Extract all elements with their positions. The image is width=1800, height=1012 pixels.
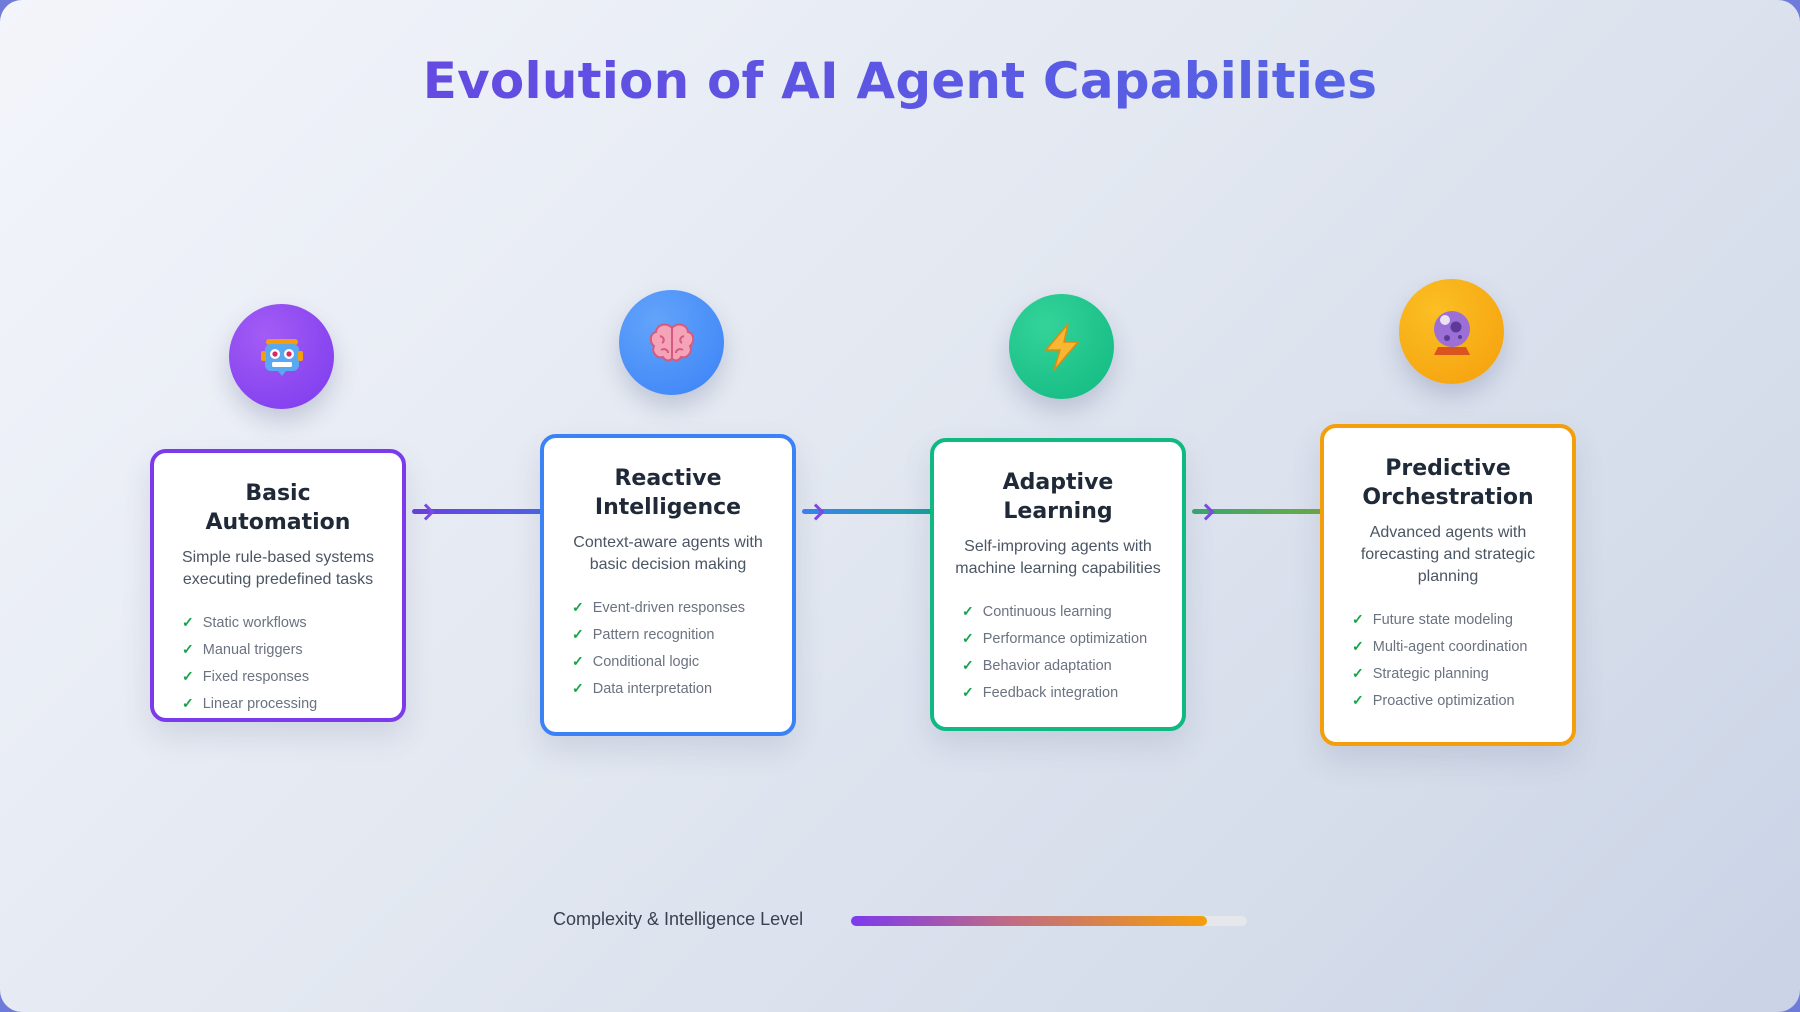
stage-title: Predictive Orchestration bbox=[1362, 456, 1534, 510]
progress-label: Complexity & Intelligence Level bbox=[553, 909, 804, 929]
stage-description: Self-improving agents with machine learn… bbox=[955, 538, 1161, 577]
check-icon: ✓ bbox=[1352, 692, 1364, 708]
connector-arrow-icon bbox=[807, 503, 825, 521]
connector-arrow-icon bbox=[1197, 503, 1215, 521]
feature-item: ✓Performance optimization bbox=[962, 630, 1148, 647]
check-icon: ✓ bbox=[572, 653, 584, 669]
feature-item: ✓Behavior adaptation bbox=[962, 657, 1112, 674]
check-icon: ✓ bbox=[182, 614, 194, 630]
check-icon: ✓ bbox=[1352, 638, 1364, 654]
stage-description: Context-aware agents with basic decision… bbox=[573, 534, 763, 573]
lightning-icon bbox=[1009, 294, 1114, 399]
check-icon: ✓ bbox=[572, 626, 584, 642]
check-icon: ✓ bbox=[182, 641, 194, 657]
feature-item: ✓Strategic planning bbox=[1352, 665, 1489, 682]
stage-card-adaptive-learning: Adaptive Learning Self-improving agents … bbox=[930, 438, 1186, 731]
stage-title: Adaptive Learning bbox=[1002, 470, 1114, 524]
progress-bar bbox=[851, 916, 1247, 926]
check-icon: ✓ bbox=[182, 668, 194, 684]
check-icon: ✓ bbox=[1352, 611, 1364, 627]
feature-list: ✓Future state modeling ✓Multi-agent coor… bbox=[1352, 606, 1554, 714]
check-icon: ✓ bbox=[572, 680, 584, 696]
check-icon: ✓ bbox=[1352, 665, 1364, 681]
feature-item: ✓Data interpretation bbox=[572, 680, 713, 697]
check-icon: ✓ bbox=[962, 657, 974, 673]
feature-item: ✓Pattern recognition bbox=[572, 626, 715, 643]
connector-arrow-icon bbox=[417, 503, 435, 521]
stage-card-basic-automation: Basic Automation Simple rule-based syste… bbox=[150, 449, 406, 722]
feature-item: ✓Fixed responses bbox=[182, 668, 310, 685]
feature-item: ✓Future state modeling bbox=[1352, 611, 1513, 628]
feature-item: ✓Conditional logic bbox=[572, 653, 700, 670]
check-icon: ✓ bbox=[962, 630, 974, 646]
progress-bar-fill bbox=[851, 916, 1208, 926]
stage-title: Reactive Intelligence bbox=[594, 466, 742, 520]
feature-item: ✓Event-driven responses bbox=[572, 599, 746, 616]
stage-title: Basic Automation bbox=[205, 481, 351, 535]
connector-2-3 bbox=[802, 509, 932, 514]
feature-item: ✓Static workflows bbox=[182, 614, 307, 631]
check-icon: ✓ bbox=[182, 695, 194, 711]
brain-icon bbox=[619, 290, 724, 395]
feature-item: ✓Proactive optimization bbox=[1352, 692, 1515, 709]
connector-1-2 bbox=[412, 509, 542, 514]
stage-description: Advanced agents with forecasting and str… bbox=[1360, 524, 1536, 585]
connector-3-4 bbox=[1192, 509, 1322, 514]
feature-item: ✓Manual triggers bbox=[182, 641, 303, 658]
feature-item: ✓Feedback integration bbox=[962, 684, 1119, 701]
check-icon: ✓ bbox=[572, 599, 584, 615]
feature-item: ✓Linear processing bbox=[182, 695, 318, 712]
stage-description: Simple rule-based systems executing pred… bbox=[181, 549, 375, 588]
page-title: Evolution of AI Agent Capabilities bbox=[0, 52, 1800, 110]
check-icon: ✓ bbox=[962, 684, 974, 700]
check-icon: ✓ bbox=[962, 603, 974, 619]
stage-card-reactive-intelligence: Reactive Intelligence Context-aware agen… bbox=[540, 434, 796, 736]
robot-icon bbox=[229, 304, 334, 409]
feature-item: ✓Continuous learning bbox=[962, 603, 1112, 620]
feature-item: ✓Multi-agent coordination bbox=[1352, 638, 1528, 655]
feature-list: ✓Static workflows ✓Manual triggers ✓Fixe… bbox=[182, 609, 384, 717]
stage-card-predictive-orchestration: Predictive Orchestration Advanced agents… bbox=[1320, 424, 1576, 746]
feature-list: ✓Continuous learning ✓Performance optimi… bbox=[962, 598, 1164, 706]
crystal-ball-icon bbox=[1399, 279, 1504, 384]
feature-list: ✓Event-driven responses ✓Pattern recogni… bbox=[572, 594, 774, 702]
